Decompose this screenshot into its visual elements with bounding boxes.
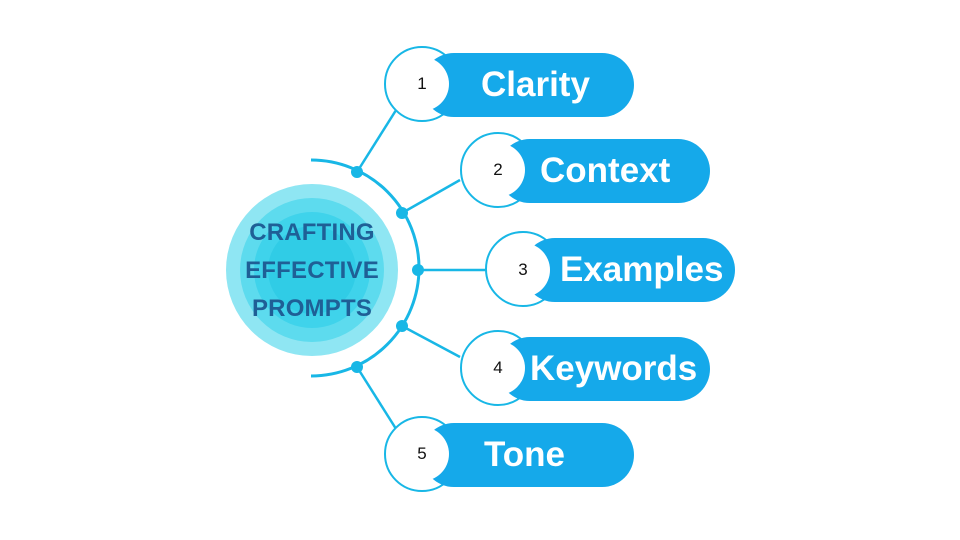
item-pill-2	[498, 139, 710, 203]
item-label-4: Keywords	[530, 349, 698, 388]
item-pill-3	[523, 238, 735, 302]
item-number-3: 3	[496, 243, 550, 297]
item-pill-1	[422, 53, 634, 117]
hub-title: CRAFTING EFFECTIVE PROMPTS	[226, 214, 398, 328]
item-label-2: Context	[540, 151, 671, 190]
connector-line-2	[401, 178, 461, 215]
connector-dot-3	[412, 264, 424, 276]
connector-dot-4	[396, 320, 408, 332]
hub-title-line-2: EFFECTIVE	[245, 257, 379, 284]
connector-line-1	[355, 106, 400, 173]
item-pill-4	[498, 337, 710, 401]
connector-dot-1	[351, 166, 363, 178]
item-number-4: 4	[471, 341, 525, 395]
connector-line-4	[401, 324, 461, 359]
hub-core-circle	[268, 226, 356, 314]
item-number-2: 2	[471, 143, 525, 197]
item-label-3: Examples	[560, 250, 724, 289]
item-pill-5	[422, 423, 634, 487]
item-label-5: Tone	[484, 435, 566, 474]
connector-dot-2	[396, 207, 408, 219]
hub-title-line-1: CRAFTING	[249, 219, 375, 246]
connector-dot-5	[351, 361, 363, 373]
item-number-5: 5	[395, 427, 449, 481]
item-number-1: 1	[395, 57, 449, 111]
connector-line-5	[355, 366, 400, 433]
hub-title-line-3: PROMPTS	[251, 295, 373, 322]
item-label-1: Clarity	[481, 65, 590, 104]
